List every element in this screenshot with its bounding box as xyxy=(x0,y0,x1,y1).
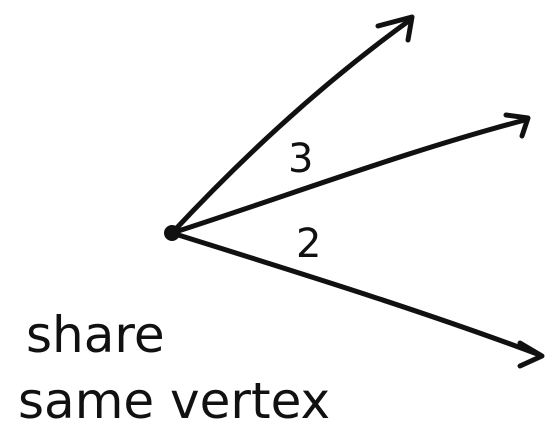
ray-top-line xyxy=(169,17,413,236)
angle-label-lower: 2 xyxy=(296,221,321,267)
angle-label-upper: 3 xyxy=(288,136,313,182)
vertex-point xyxy=(164,225,180,241)
ray-middle xyxy=(169,112,531,236)
caption-line-2: same vertex xyxy=(18,372,330,430)
ray-bottom-line xyxy=(169,230,543,358)
ray-middle-arrowhead-icon xyxy=(503,112,531,139)
ray-bottom-arrowhead-icon xyxy=(517,340,545,369)
caption-line-1: share xyxy=(26,306,165,364)
ray-top xyxy=(169,14,415,236)
ray-bottom xyxy=(169,230,545,369)
ray-top-arrowhead-icon xyxy=(375,14,415,43)
ray-middle-line xyxy=(169,117,528,236)
